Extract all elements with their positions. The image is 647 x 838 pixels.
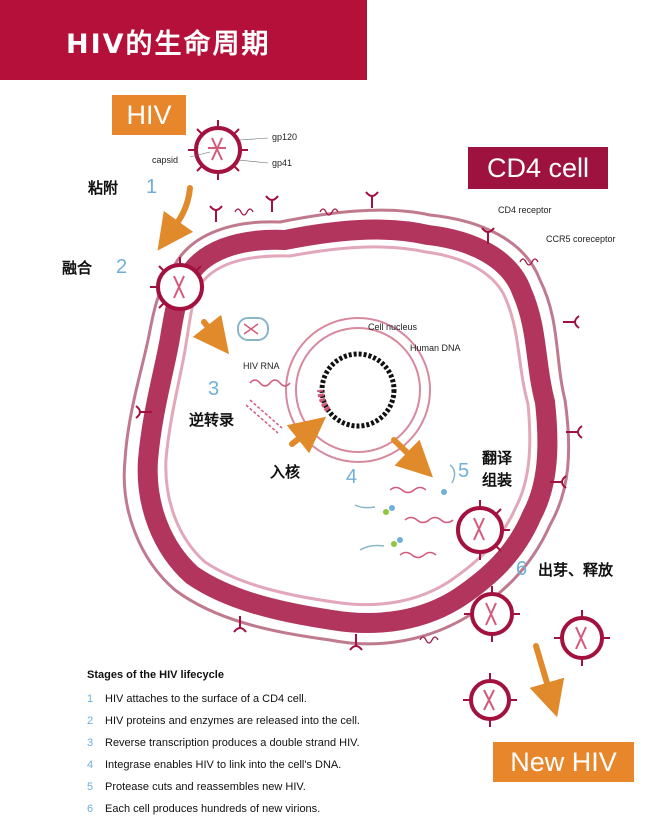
process-arrows	[157, 185, 565, 718]
hiv-virion-budding	[456, 500, 510, 560]
title-bar: HIV的生命周期	[0, 0, 367, 80]
cell-membrane	[137, 219, 558, 634]
legend-item-number: 4	[87, 759, 94, 771]
protein-dots	[383, 489, 447, 547]
released-capsid	[237, 317, 269, 341]
arrow-fusion	[192, 314, 230, 355]
step4-label: 入核	[270, 463, 301, 481]
page-title: HIV的生命周期	[66, 29, 271, 60]
legend-item-number: 2	[87, 715, 94, 727]
legend-item: 3 Reverse transcription produces a double…	[87, 737, 360, 753]
integrated-hiv-dna	[317, 389, 331, 412]
step3-number: 3	[208, 378, 220, 400]
hiv-dna-strand	[245, 399, 283, 434]
step2-number: 2	[116, 256, 128, 278]
new-hiv-virion-2	[554, 610, 610, 666]
legend-item-text: HIV attaches to the surface of a CD4 cel…	[105, 693, 307, 705]
human-dna-label: Human DNA	[410, 343, 461, 353]
legend-item-text: Integrase enables HIV to link into the c…	[105, 759, 342, 771]
hiv-rna-strand	[249, 379, 291, 387]
new-rna-strands	[354, 464, 456, 559]
arrow-attach	[157, 185, 194, 251]
new-hiv-label-box: New HIV	[493, 742, 634, 782]
human-dna-ring	[319, 351, 397, 429]
step4-number: 4	[346, 466, 358, 488]
hiv-label-box: HIV	[112, 95, 186, 135]
cell-membrane-outer	[122, 208, 571, 646]
legend-item: 1 HIV attaches to the surface of a CD4 ce…	[87, 693, 307, 709]
legend-item-number: 3	[87, 737, 94, 749]
ccr5-coreceptor-label: CCR5 coreceptor	[546, 234, 616, 244]
step6-number: 6	[516, 558, 528, 580]
legend-item-text: HIV proteins and enzymes are released in…	[105, 715, 360, 727]
nuclear-envelope-inner	[295, 327, 421, 453]
gp120-label: gp120	[272, 132, 298, 142]
hiv-rna-label: HIV RNA	[243, 361, 280, 371]
cd4-cell-label-box: CD4 cell	[468, 147, 608, 189]
legend-item: 6 Each cell produces hundreds of new viri…	[87, 803, 320, 819]
ccr5-coreceptors	[234, 208, 539, 644]
legend-item-number: 5	[87, 781, 94, 793]
legend-item-text: Protease cuts and reassembles new HIV.	[105, 781, 306, 793]
step5-label-line1: 翻译	[482, 449, 513, 467]
step2-label: 融合	[62, 259, 93, 277]
arrow-nucleus-entry	[286, 416, 327, 454]
step5-label-line2: 组装	[482, 471, 513, 489]
capsid-label: capsid	[152, 155, 179, 165]
new-hiv-virion-1	[464, 586, 520, 642]
cd4-receptors	[135, 191, 583, 651]
step3-label: 逆转录	[189, 411, 235, 429]
new-hiv-virion-3	[463, 673, 517, 727]
nuclear-envelope-outer	[285, 317, 431, 463]
step6-label: 出芽、释放	[538, 561, 614, 579]
hiv-virion-fusing	[150, 257, 204, 311]
legend-item-number: 1	[87, 693, 94, 705]
legend-title: Stages of the HIV lifecycle	[87, 669, 224, 681]
gp41-label: gp41	[272, 158, 293, 168]
arrow-release	[529, 643, 565, 718]
cell-nucleus-label: Cell nucleus	[368, 322, 418, 332]
step1-label: 粘附	[88, 179, 119, 197]
legend-item-number: 6	[87, 803, 94, 815]
legend-item: 5 Protease cuts and reassembles new HIV.	[87, 781, 306, 797]
hiv-virion-top	[188, 120, 269, 180]
legend-item: 4 Integrase enables HIV to link into the …	[87, 759, 341, 775]
step1-number: 1	[146, 176, 158, 198]
arrow-translation	[391, 437, 433, 478]
legend-item-text: Reverse transcription produces a double …	[105, 737, 360, 749]
step5-number: 5	[458, 460, 470, 482]
legend-item-text: Each cell produces hundreds of new virio…	[105, 803, 321, 815]
legend-item: 2 HIV proteins and enzymes are released i…	[87, 715, 360, 731]
cd4-receptor-label: CD4 receptor	[498, 205, 552, 215]
